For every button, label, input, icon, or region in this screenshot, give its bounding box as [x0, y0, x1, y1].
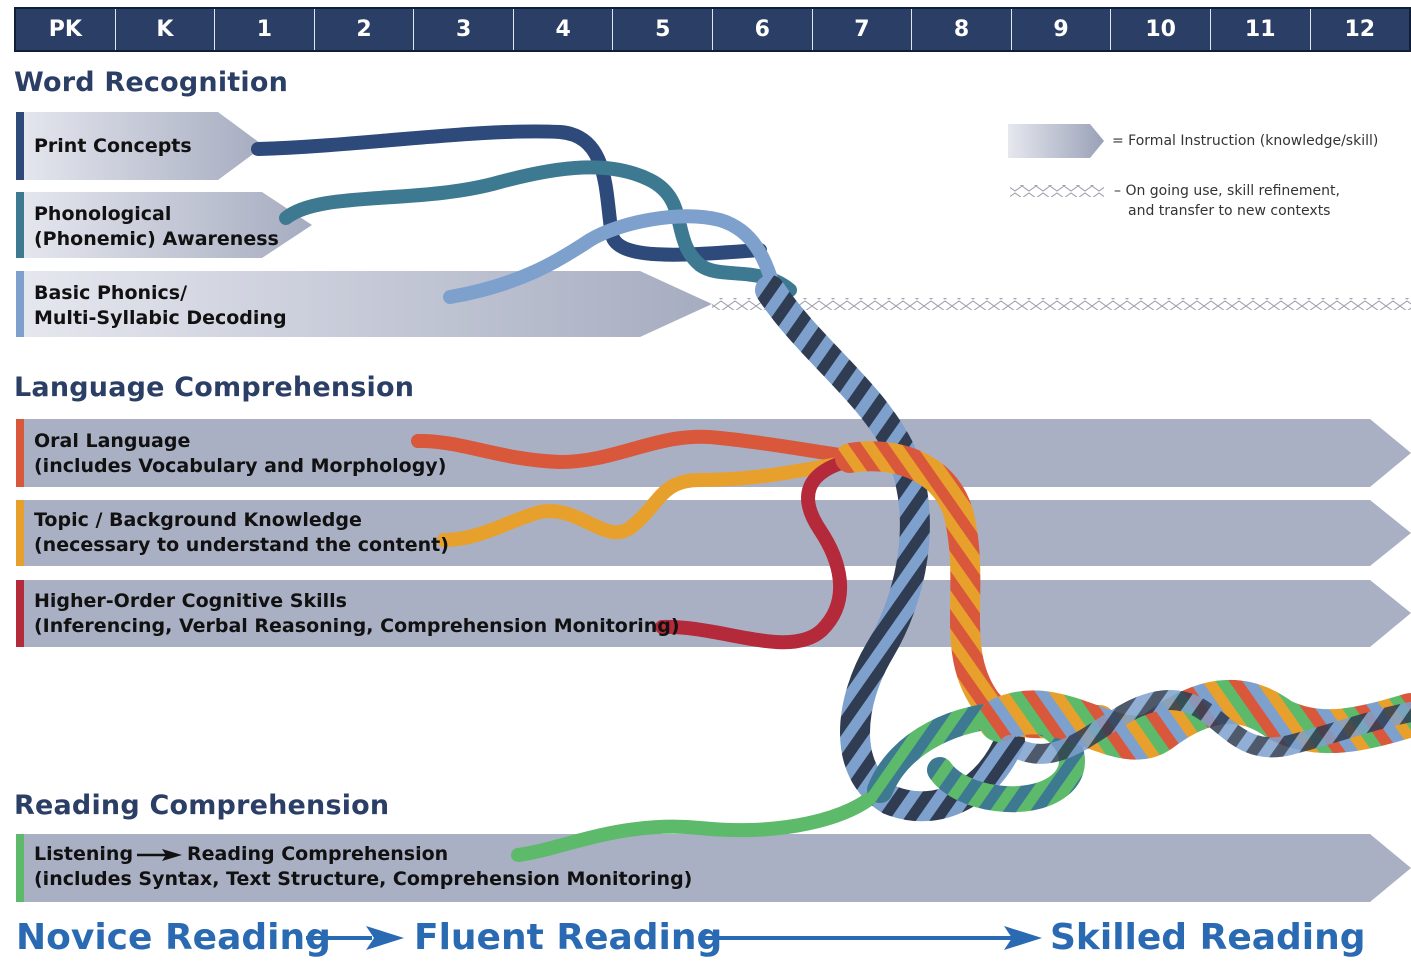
band-oral-language: [16, 419, 1411, 487]
strand-oral-language: [411, 429, 885, 470]
label-listening-part1: Listening: [34, 843, 134, 865]
grade-cell: 1: [214, 9, 314, 50]
grade-cell: 6: [712, 9, 812, 50]
label-phonics-line1: Basic Phonics/: [34, 282, 188, 304]
rope-word-recognition: [755, 275, 1025, 822]
label-phonics-line2: Multi-Syllabic Decoding: [34, 307, 287, 329]
accent-cognitive-skills: [16, 580, 24, 647]
label-listening-line2: (includes Syntax, Text Structure, Compre…: [34, 868, 693, 890]
progression-fluent: Fluent Reading: [414, 917, 723, 958]
legend-ongoing-line1: – On going use, skill refinement,: [1114, 183, 1340, 199]
label-background-line1: Topic / Background Knowledge: [34, 509, 362, 531]
strand-phonological: [279, 160, 797, 297]
progression-novice: Novice Reading: [16, 917, 331, 958]
grade-cell: 11: [1209, 9, 1310, 50]
label-phonological-line1: Phonological: [34, 203, 172, 225]
accent-phonological: [16, 192, 24, 258]
strand-cognitive-skills: [655, 451, 867, 650]
grade-cell: 9: [1010, 9, 1111, 50]
band-background-knowledge: [16, 500, 1411, 566]
legend-ongoing-line2: and transfer to new contexts: [1128, 203, 1331, 219]
label-oral-language-line2: (includes Vocabulary and Morphology): [34, 455, 447, 477]
accent-phonics: [16, 271, 24, 337]
ongoing-diamonds: [712, 298, 1411, 310]
strand-background-knowledge: [437, 455, 857, 547]
accent-print-concepts: [16, 112, 24, 180]
strand-phonics: [443, 209, 785, 307]
arrow-fluent-to-skilled: [702, 926, 1042, 950]
grade-cell: 2: [313, 9, 414, 50]
band-phonics: [16, 271, 712, 337]
section-title-word-recognition: Word Recognition: [14, 67, 289, 98]
label-print-concepts: Print Concepts: [34, 135, 192, 157]
legend-formal-text: = Formal Instruction (knowledge/skill): [1112, 133, 1379, 149]
label-cognitive-line1: Higher-Order Cognitive Skills: [34, 590, 347, 612]
section-title-language-comprehension: Language Comprehension: [14, 372, 415, 403]
grade-cell: 5: [612, 9, 712, 50]
grade-level-header: PK K 1 2 3 4 5 6 7 8 9 10 11 12: [14, 7, 1411, 52]
band-listening: [16, 834, 1411, 902]
listening-arrow-icon: [137, 849, 182, 861]
accent-background-knowledge: [16, 500, 24, 566]
legend-formal-swatch: [1008, 124, 1104, 158]
arrow-novice-to-fluent: [306, 926, 404, 950]
legend-ongoing-swatch: [1010, 185, 1104, 197]
section-title-reading-comprehension: Reading Comprehension: [14, 790, 390, 821]
accent-oral-language: [16, 419, 24, 487]
strand-print-concepts: [251, 124, 767, 262]
band-print-concepts: [16, 112, 264, 180]
label-listening-part2: Reading Comprehension: [187, 843, 449, 865]
grade-cell: 10: [1110, 9, 1210, 50]
label-background-line2: (necessary to understand the content): [34, 534, 449, 556]
grade-cell: PK: [48, 17, 82, 42]
band-phonological: [16, 192, 312, 258]
rope-skilled-braid-overlay: [1000, 689, 1411, 764]
grade-cell: 4: [512, 9, 613, 50]
label-cognitive-line2: (Inferencing, Verbal Reasoning, Comprehe…: [34, 615, 680, 637]
grade-cell: 7: [811, 9, 912, 50]
grade-cell: 12: [1309, 9, 1410, 50]
label-oral-language-line1: Oral Language: [34, 430, 191, 452]
band-cognitive-skills: [16, 580, 1411, 647]
grade-cell: 8: [911, 9, 1011, 50]
label-phonological-line2: (Phonemic) Awareness: [34, 228, 279, 250]
progression-skilled: Skilled Reading: [1050, 917, 1366, 958]
grade-cell: K: [114, 9, 215, 50]
grade-cell: 3: [413, 9, 513, 50]
accent-listening: [16, 834, 24, 902]
